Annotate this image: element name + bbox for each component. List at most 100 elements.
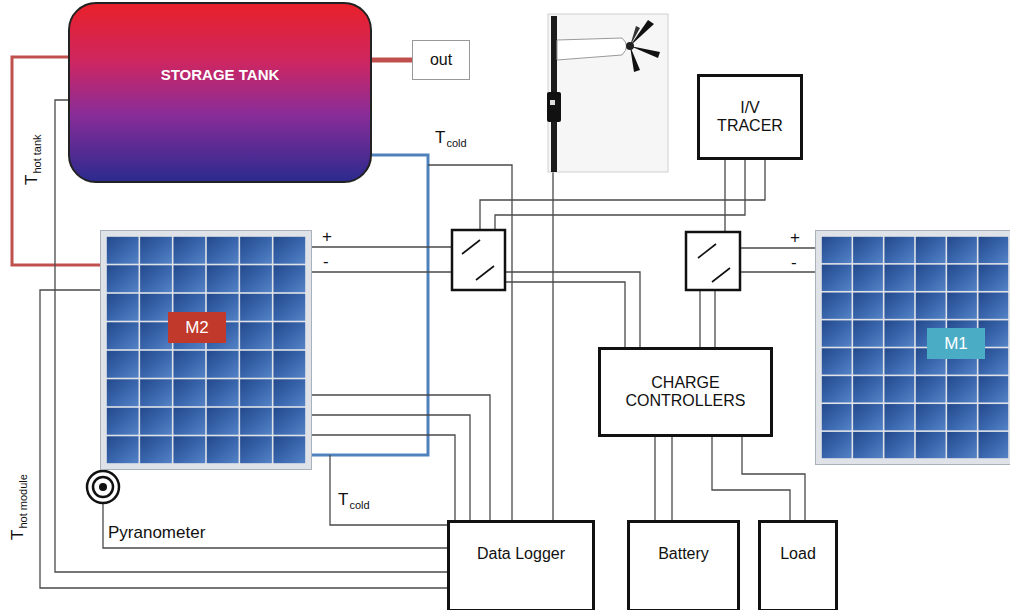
storage-tank: STORAGE TANK xyxy=(68,2,372,183)
solar-cell xyxy=(884,376,914,402)
solar-cell xyxy=(822,293,852,319)
solar-cell xyxy=(822,320,852,346)
signal-wire xyxy=(312,435,455,520)
subscript-label: cold xyxy=(349,499,369,511)
solar-cell xyxy=(240,237,272,264)
panel-frame xyxy=(101,231,312,470)
anemometer-picture xyxy=(547,92,561,122)
solar-cell xyxy=(240,351,272,378)
solar-cell xyxy=(947,293,977,319)
solar-cell xyxy=(140,237,172,264)
solar-cell xyxy=(947,237,977,263)
switch-symbol xyxy=(462,240,480,254)
tracer-box: I/V TRACER xyxy=(697,74,803,160)
anemometer-picture xyxy=(547,14,668,172)
solar-cell xyxy=(240,379,272,406)
logger-box: Data Logger xyxy=(447,520,595,610)
subscript-label: cold xyxy=(446,137,466,149)
signal-label: T xyxy=(8,530,27,540)
signal-wire xyxy=(103,160,805,548)
anemometer-picture xyxy=(548,14,668,172)
solar-cell xyxy=(978,237,1008,263)
solar-cell xyxy=(853,404,883,430)
solar-cell xyxy=(173,379,205,406)
solar-cell xyxy=(978,432,1008,458)
solar-cell xyxy=(207,265,239,292)
pyranometer-symbol xyxy=(93,477,113,497)
solar-cell xyxy=(207,408,239,435)
solar-cell xyxy=(884,348,914,374)
box-label: Data Logger xyxy=(477,545,565,563)
power-wire xyxy=(712,437,790,520)
solar-cell xyxy=(884,237,914,263)
switch-symbol xyxy=(712,268,730,282)
label-group: Thot tank xyxy=(22,134,43,185)
panel-cells xyxy=(100,230,312,470)
solar-cell xyxy=(273,237,305,264)
solar-cell xyxy=(240,408,272,435)
solar-cell xyxy=(273,322,305,349)
signal-wire xyxy=(103,503,447,548)
label-group: Tcold xyxy=(338,490,370,511)
panel-frame xyxy=(816,231,1010,465)
signal-label: T xyxy=(435,128,445,147)
solar-cell xyxy=(822,376,852,402)
solar-cell xyxy=(140,265,172,292)
solar-cell xyxy=(853,237,883,263)
outlet-box: out xyxy=(412,40,470,80)
label-group: Thot module xyxy=(8,474,29,540)
solar-cell xyxy=(916,265,946,291)
power-wire xyxy=(654,437,655,520)
solar-cell xyxy=(273,408,305,435)
label-group: - xyxy=(323,252,329,272)
solar-cell xyxy=(884,432,914,458)
box-label: Load xyxy=(780,545,816,563)
solar-cell xyxy=(207,436,239,463)
solar-cell xyxy=(140,408,172,435)
solar-cell xyxy=(978,376,1008,402)
label-group: Tcold xyxy=(435,128,467,149)
solar-cell xyxy=(273,379,305,406)
solar-cell xyxy=(140,436,172,463)
switch-symbol xyxy=(686,232,740,290)
solar-cell xyxy=(884,404,914,430)
solar-cell xyxy=(107,436,139,463)
cold-water-pipe xyxy=(312,155,428,455)
module-tag: M2 xyxy=(168,312,226,343)
signal-label: T xyxy=(22,175,41,185)
solar-cell xyxy=(173,265,205,292)
label-group: + xyxy=(322,227,332,247)
solar-cell xyxy=(822,348,852,374)
switch-symbol xyxy=(686,232,740,290)
solar-cell xyxy=(978,404,1008,430)
solar-cell xyxy=(916,376,946,402)
solar-cell xyxy=(884,293,914,319)
solar-cell xyxy=(273,265,305,292)
switch-symbol xyxy=(452,230,505,290)
signal-label: - xyxy=(791,253,797,272)
solar-cell xyxy=(947,404,977,430)
signal-wire xyxy=(312,415,470,520)
solar-cell xyxy=(978,265,1008,291)
solar-cell xyxy=(240,436,272,463)
solar-cell xyxy=(107,237,139,264)
box-label: Battery xyxy=(658,545,709,563)
solar-cell xyxy=(916,404,946,430)
anemometer-picture xyxy=(626,42,634,50)
solar-cell xyxy=(884,320,914,346)
solar-cell xyxy=(978,293,1008,319)
pv-module: M2 xyxy=(100,230,312,470)
solar-cell xyxy=(822,237,852,263)
solar-cell xyxy=(853,320,883,346)
solar-cell xyxy=(173,351,205,378)
solar-cell xyxy=(822,265,852,291)
module-tag: M1 xyxy=(927,328,985,359)
box-label: I/V TRACER xyxy=(710,99,790,136)
solar-cell xyxy=(822,432,852,458)
signal-label: T xyxy=(338,490,348,509)
anemometer-picture xyxy=(557,38,627,60)
battery-box: Battery xyxy=(627,520,740,610)
solar-cell xyxy=(140,351,172,378)
controller-box: CHARGE CONTROLLERS xyxy=(598,347,773,437)
label-group: - xyxy=(791,253,797,273)
